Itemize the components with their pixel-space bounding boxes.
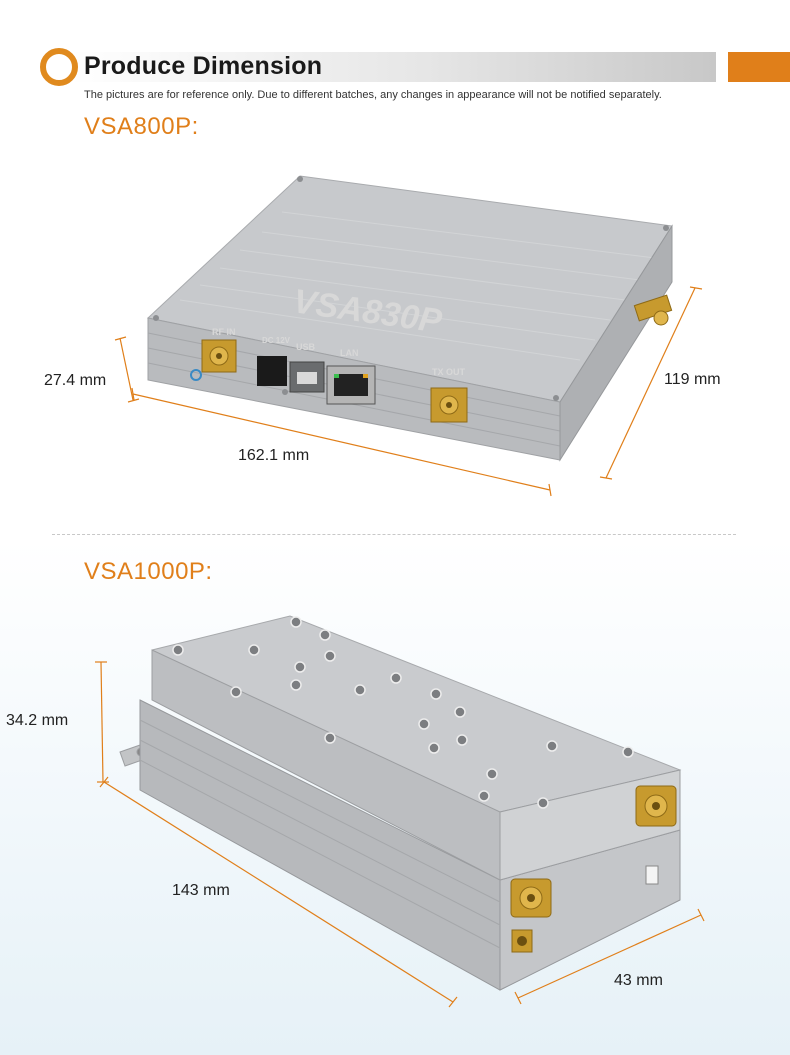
model-label-vsa1000p: VSA1000P: <box>84 558 213 585</box>
header-bar <box>70 52 716 82</box>
vsa800p-illustration: VSA830P RF IN DC 12V USB LAN TX OUT <box>114 175 703 497</box>
vsa1000p-length-label: 143 mm <box>172 882 230 899</box>
model-label-vsa800p: VSA800P: <box>84 113 199 140</box>
side-connector-icon <box>633 294 673 326</box>
dc-jack-icon <box>257 356 287 386</box>
tx-out-connector-icon <box>430 387 468 423</box>
port-label-dc: DC 12V <box>262 336 291 345</box>
bottom-sma-connector-icon <box>510 878 552 918</box>
vsa800p-width-label: 119 mm <box>664 371 721 388</box>
small-connector-icon <box>511 929 533 953</box>
vsa1000p-height-label: 34.2 mm <box>6 712 69 729</box>
top-sma-connector-icon <box>635 785 677 827</box>
header-accent-block <box>728 52 790 82</box>
vsa1000p-width-label: 43 mm <box>614 972 663 989</box>
port-label-usb: USB <box>296 342 316 352</box>
page-title: Produce Dimension <box>84 52 323 80</box>
lan-port-icon <box>326 365 376 405</box>
section-divider <box>52 534 736 535</box>
port-label-rf-in: RF IN <box>212 327 236 337</box>
status-led-icon <box>190 369 202 381</box>
rf-in-connector-icon <box>201 339 237 373</box>
usb-port-icon <box>289 361 325 393</box>
port-label-lan: LAN <box>340 348 359 358</box>
reference-notice: The pictures are for reference only. Due… <box>84 89 662 101</box>
vsa800p-length-label: 162.1 mm <box>238 447 310 464</box>
vsa800p-height-label: 27.4 mm <box>44 372 107 389</box>
ring-icon <box>40 48 78 86</box>
switch-icon <box>645 865 659 885</box>
port-label-tx-out: TX OUT <box>432 367 466 377</box>
